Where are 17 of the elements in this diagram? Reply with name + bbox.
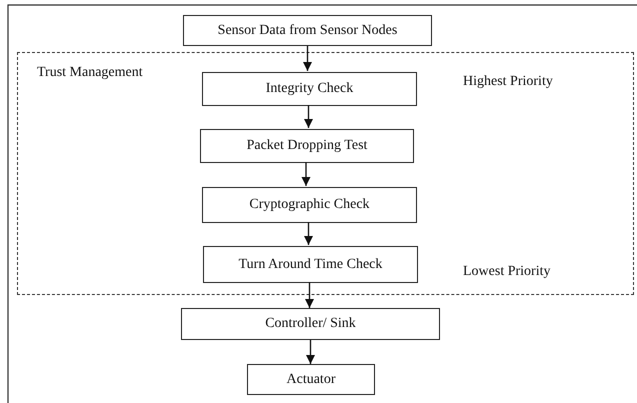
group-title: Trust Management	[37, 65, 143, 81]
arrow	[304, 282, 314, 308]
process-box: Controller/ Sink	[181, 308, 440, 340]
arrow	[304, 222, 314, 245]
process-box: Packet Dropping Test	[200, 129, 414, 163]
arrow	[301, 162, 311, 186]
process-box: Sensor Data from Sensor Nodes	[183, 15, 432, 46]
arrow	[304, 105, 314, 128]
priority-note: Lowest Priority	[463, 264, 550, 280]
priority-note: Highest Priority	[463, 74, 553, 90]
process-box: Actuator	[247, 364, 375, 395]
arrow	[306, 340, 316, 364]
process-box: Turn Around Time Check	[203, 246, 418, 283]
arrow	[302, 46, 312, 71]
dashed-group-frame	[17, 52, 634, 295]
process-box: Integrity Check	[202, 72, 417, 106]
process-box: Cryptographic Check	[202, 187, 417, 223]
